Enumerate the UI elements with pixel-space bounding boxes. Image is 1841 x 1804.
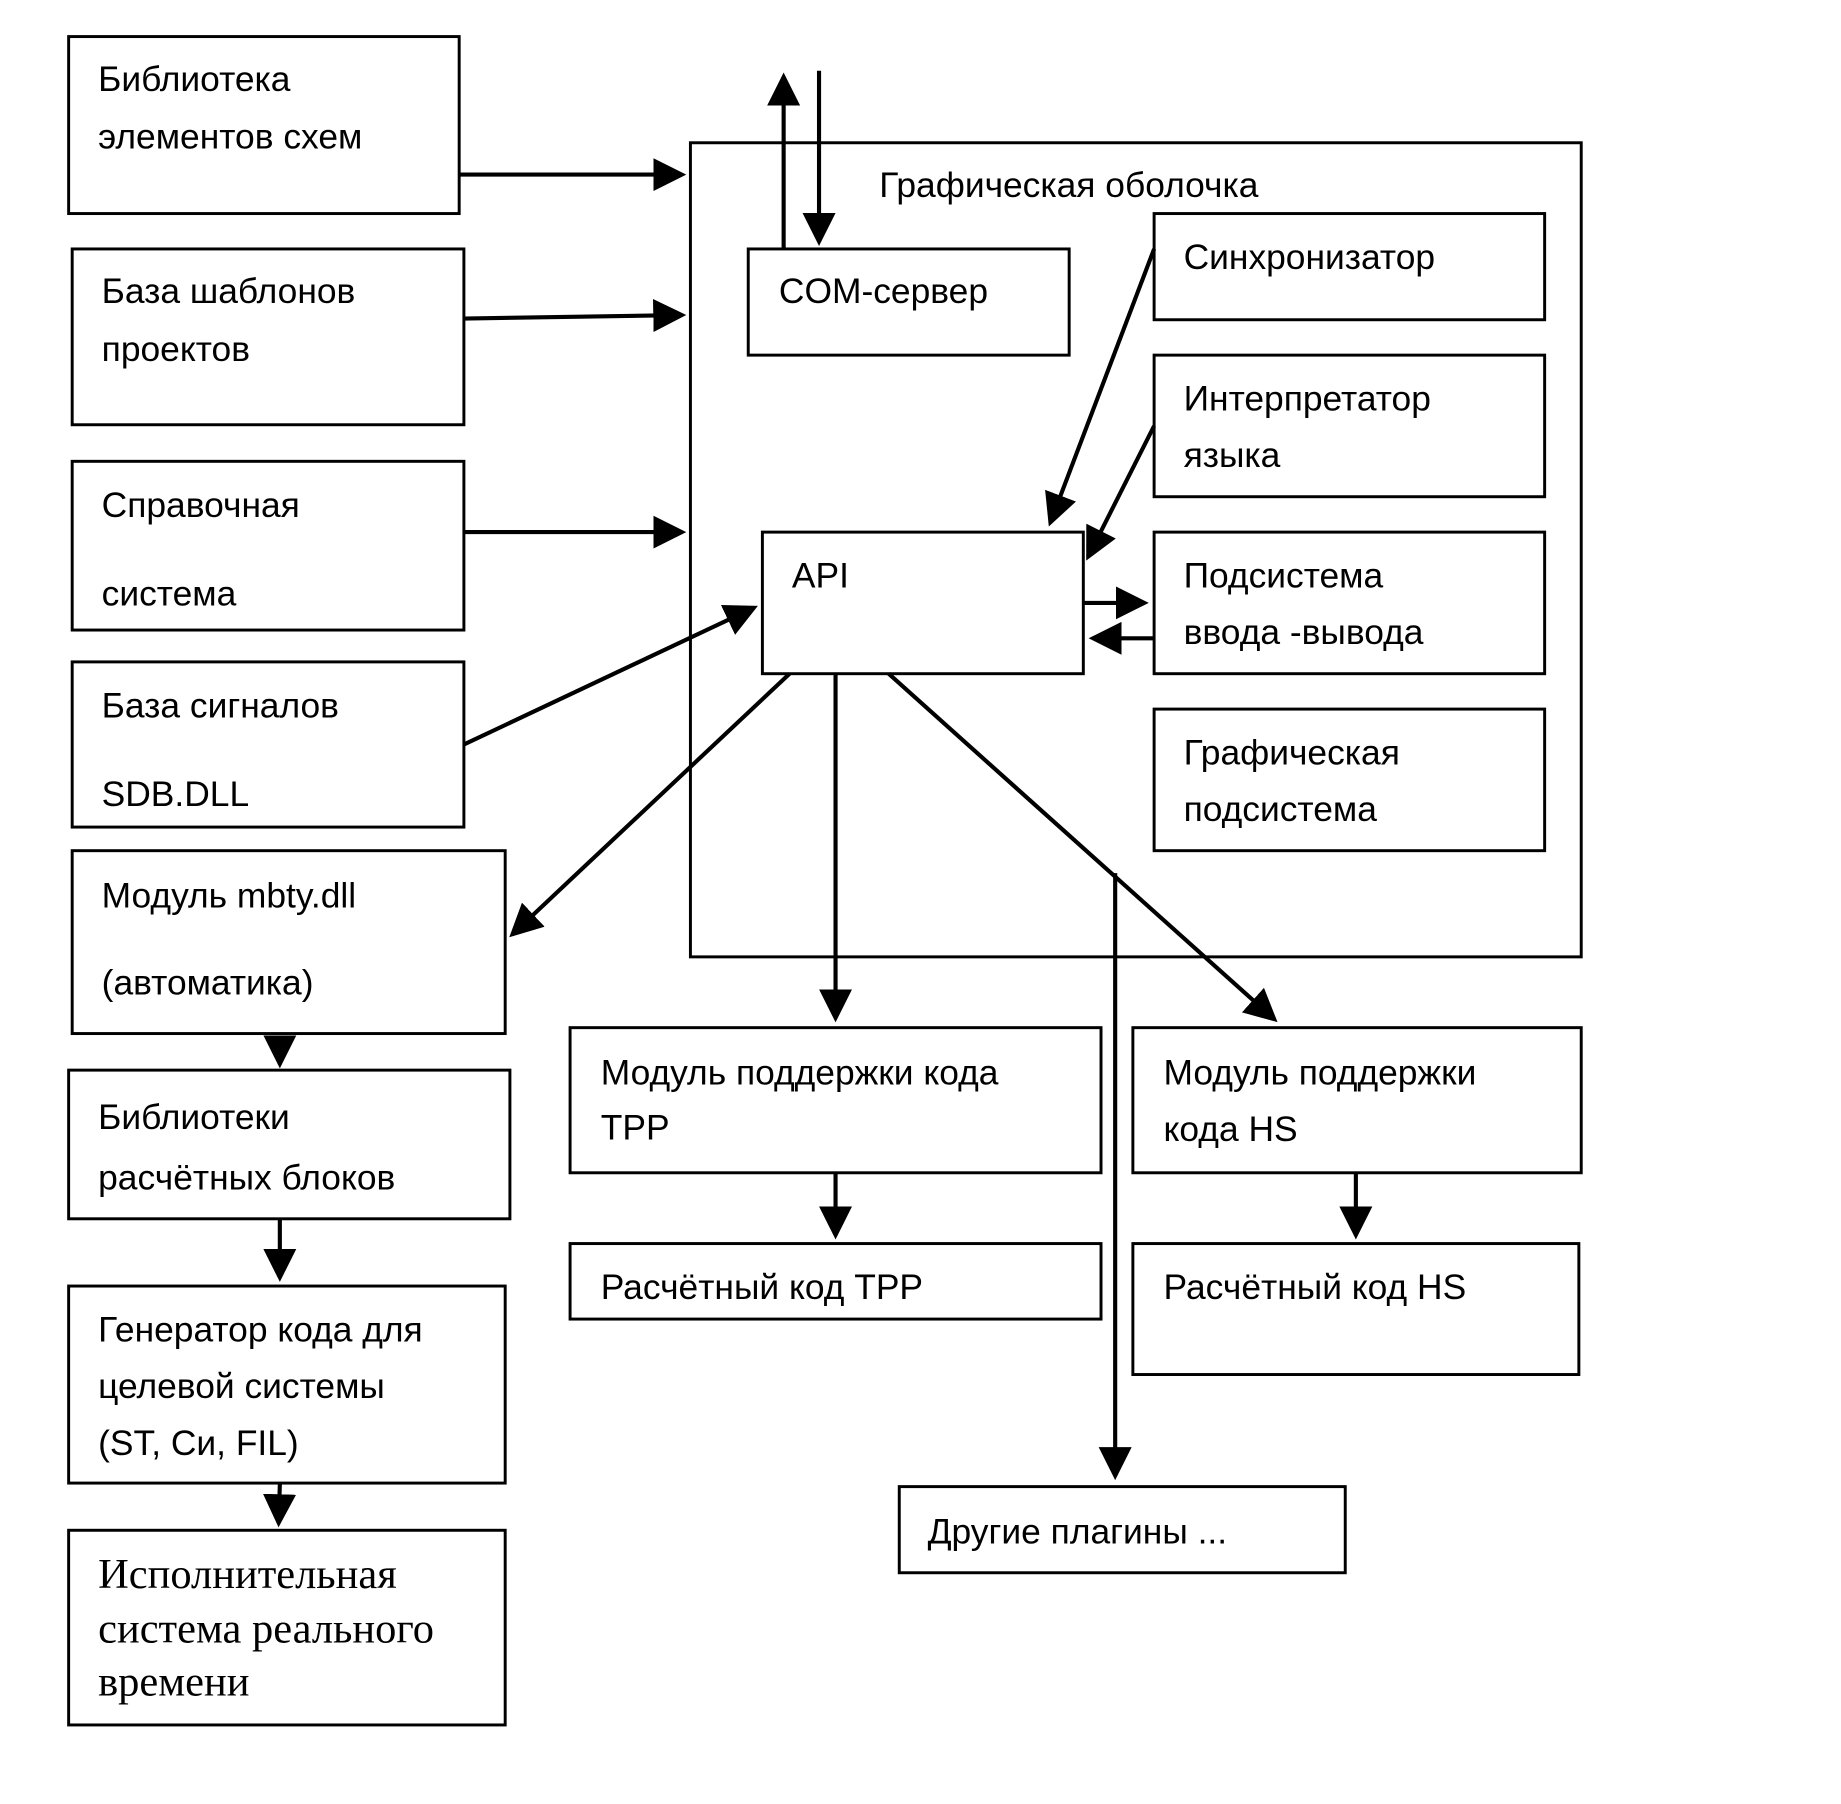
interpreter-box	[1152, 353, 1547, 499]
graphics-line1: Графическая	[1184, 734, 1400, 773]
synchronizer-box	[1152, 212, 1547, 322]
io-subsystem-box	[1152, 530, 1547, 676]
trp-module-line1: Модуль поддержки кода	[601, 1053, 999, 1092]
lib-elements-line1: Библиотека	[98, 60, 291, 99]
io-line1: Подсистема	[1184, 557, 1384, 596]
templates-box	[70, 247, 466, 427]
mbty-line1: Модуль mbty.dll	[102, 876, 356, 915]
interpreter-line1: Интерпретатор	[1184, 380, 1431, 419]
rts-line1: Исполнительная	[98, 1551, 397, 1598]
api-to-mbty-arrow	[509, 672, 791, 938]
templates-to-shell-arrow	[463, 298, 687, 333]
hs-module-line1: Модуль поддержки	[1164, 1053, 1477, 1092]
signals-box	[70, 660, 466, 829]
interpreter-line2: языка	[1184, 436, 1281, 475]
trp-code-box	[568, 1242, 1103, 1321]
signals-to-api-arrow	[463, 605, 758, 747]
lib-elements-box	[67, 35, 461, 216]
api-label: API	[792, 557, 849, 596]
api-to-hs-arrow	[887, 672, 1278, 1023]
hs-module-line2: кода HS	[1164, 1110, 1298, 1149]
calc-libs-line2: расчётных блоков	[98, 1158, 395, 1197]
api-box	[760, 530, 1085, 676]
io-line2: ввода -вывода	[1184, 613, 1424, 652]
trp-module-line2: TPP	[601, 1109, 670, 1148]
interp-to-api-arrow	[1086, 424, 1156, 561]
calc-libs-box	[67, 1068, 512, 1221]
help-box	[70, 459, 466, 632]
trp-module-box	[568, 1026, 1103, 1175]
signals-line2: SDB.DLL	[102, 775, 249, 814]
mbty-box	[70, 849, 507, 1036]
graphics-subsystem-box	[1152, 707, 1547, 853]
templates-line2: проектов	[102, 330, 250, 369]
plugins-label: Другие плагины ...	[928, 1512, 1228, 1551]
rts-box	[67, 1528, 507, 1727]
com-server-label: COM-сервер	[779, 272, 988, 311]
codegen-line1: Генератор кода для	[98, 1310, 423, 1349]
hs-code-box	[1131, 1242, 1581, 1377]
rts-line2: система реального	[98, 1605, 434, 1652]
hs-code-label: Расчётный код HS	[1164, 1268, 1467, 1307]
trp-code-label: Расчётный код TPP	[601, 1268, 923, 1307]
codegen-box	[67, 1284, 507, 1485]
rts-line3: времени	[98, 1658, 249, 1705]
lib-elements-line2: элементов схем	[98, 118, 362, 157]
templates-line1: База шаблонов	[102, 272, 356, 311]
com-server-box	[746, 247, 1071, 357]
codegen-to-rts-arrow	[263, 1484, 297, 1528]
hs-module-box	[1131, 1026, 1583, 1175]
help-line2: система	[102, 574, 237, 613]
sync-to-api-arrow	[1045, 248, 1157, 527]
codegen-line2: целевой системы	[98, 1367, 385, 1406]
synchronizer-label: Синхронизатор	[1184, 238, 1435, 277]
graphics-line2: подсистема	[1184, 790, 1378, 829]
calc-libs-line1: Библиотеки	[98, 1098, 290, 1137]
plugins-box	[897, 1485, 1347, 1575]
graphical-shell-label: Графическая оболочка	[879, 166, 1259, 205]
codegen-line3: (ST, Си, FIL)	[98, 1424, 299, 1463]
help-line1: Справочная	[102, 486, 300, 525]
mbty-line2: (автоматика)	[102, 964, 314, 1003]
signals-line1: База сигналов	[102, 686, 339, 725]
